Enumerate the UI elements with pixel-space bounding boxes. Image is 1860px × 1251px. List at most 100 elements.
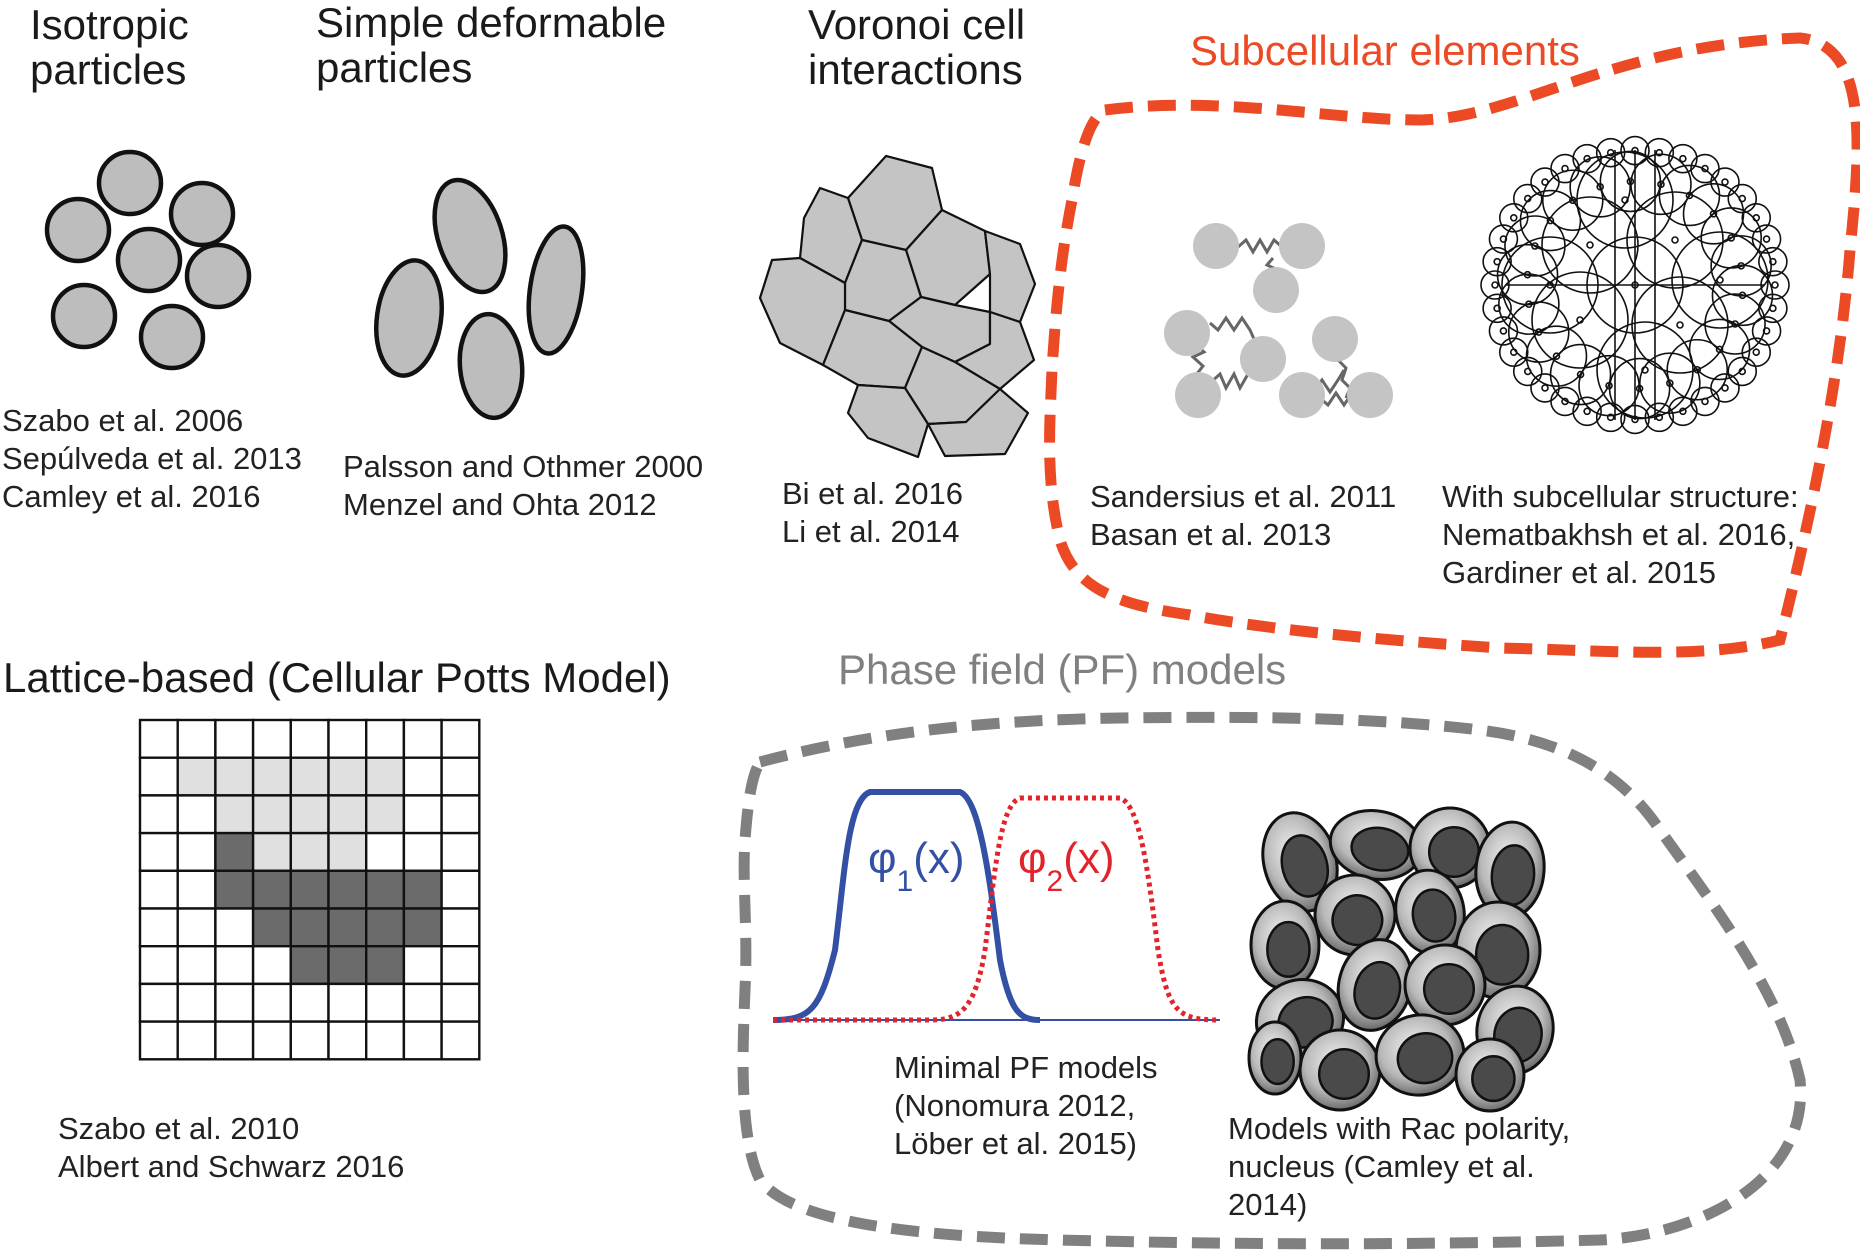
subcellular-refs-right: With subcellular structure: Nematbakhsh … (1442, 479, 1799, 590)
lattice-cell (327, 907, 368, 948)
lattice-cell (440, 907, 481, 948)
lattice-cell (440, 1020, 481, 1061)
lattice-cell (138, 945, 179, 986)
lattice-cell (214, 907, 255, 948)
lattice-cell (289, 794, 330, 835)
lattice-cell (402, 831, 443, 872)
phase-field-title: Phase field (PF) models (838, 646, 1287, 693)
lattice-cell (214, 794, 255, 835)
lattice-cell (440, 756, 481, 797)
lattice-cell (289, 831, 330, 872)
lattice-cell (440, 718, 481, 759)
lattice-cell (365, 907, 406, 948)
lattice-cell (402, 1020, 443, 1061)
rac-polarity-refs: Models with Rac polarity, nucleus (Camle… (1228, 1111, 1571, 1222)
lattice-cell (289, 756, 330, 797)
lattice-cell (365, 982, 406, 1023)
lattice-cell (402, 869, 443, 910)
lattice-cell (365, 1020, 406, 1061)
lattice-cell (365, 794, 406, 835)
lattice-cell (176, 907, 217, 948)
lattice-cell (402, 945, 443, 986)
lattice-cell (289, 982, 330, 1023)
voronoi-tessellation-illustration (758, 154, 1037, 459)
lattice-cell (365, 945, 406, 986)
lattice-cell (251, 945, 293, 986)
lattice-cell (327, 718, 368, 759)
lattice-cell (365, 718, 406, 759)
subcellular-sphere-illustration (1480, 135, 1790, 435)
lattice-cell (251, 756, 293, 797)
lattice-cell (176, 1020, 217, 1061)
lattice-cell (251, 869, 293, 910)
lattice-cell (440, 945, 481, 986)
lattice-cell (289, 718, 330, 759)
lattice-cell (251, 794, 293, 835)
lattice-cell (327, 982, 368, 1023)
lattice-cell (138, 794, 179, 835)
lattice-cell (138, 756, 179, 797)
minimal-pf-refs: Minimal PF models (Nonomura 2012, Löber … (894, 1050, 1158, 1161)
deformable-refs: Palsson and Othmer 2000 Menzel and Ohta … (343, 449, 704, 522)
phi1-label: φ1(x) (868, 834, 965, 898)
lattice-cell (176, 794, 217, 835)
phi2-label: φ2(x) (1018, 834, 1115, 898)
lattice-cell (402, 756, 443, 797)
lattice-cell (138, 831, 179, 872)
phase-field-profile-illustration: φ1(x) φ2(x) (772, 789, 1221, 1023)
isotropic-title: Isotropic particles (30, 1, 189, 94)
lattice-cell (138, 869, 179, 910)
lattice-cell (214, 718, 255, 759)
lattice-grid-illustration (138, 718, 481, 1061)
subcellular-title: Subcellular elements (1190, 27, 1580, 74)
lattice-cell (214, 1020, 255, 1061)
spring-linked-particles-illustration (1164, 223, 1393, 418)
lattice-cell (214, 945, 255, 986)
lattice-cell (251, 907, 293, 948)
lattice-refs: Szabo et al. 2010 Albert and Schwarz 201… (58, 1111, 405, 1184)
lattice-cell (138, 907, 179, 948)
subcellular-refs-left: Sandersius et al. 2011 Basan et al. 2013 (1090, 479, 1397, 552)
lattice-cell (251, 718, 293, 759)
lattice-cell (365, 831, 406, 872)
voronoi-refs: Bi et al. 2016 Li et al. 2014 (782, 476, 963, 549)
lattice-cell (289, 869, 330, 910)
lattice-cell (327, 945, 368, 986)
lattice-cell (289, 1020, 330, 1061)
lattice-cell (138, 718, 179, 759)
lattice-cell (176, 945, 217, 986)
subcellular-boundary (1044, 32, 1860, 658)
lattice-cell (251, 982, 293, 1023)
lattice-cell (440, 869, 481, 910)
lattice-cell (327, 1020, 368, 1061)
lattice-cell (289, 907, 330, 948)
lattice-cell (327, 756, 368, 797)
lattice-cell (440, 831, 481, 872)
lattice-cell (440, 982, 481, 1023)
lattice-cell (402, 982, 443, 1023)
lattice-cell (365, 756, 406, 797)
voronoi-title: Voronoi cell interactions (808, 1, 1026, 94)
phase-field-boundary (737, 711, 1807, 1250)
lattice-cell (176, 982, 217, 1023)
lattice-cell (402, 794, 443, 835)
deformable-title: Simple deformable particles (316, 0, 667, 92)
lattice-cell (327, 831, 368, 872)
lattice-cell (214, 831, 255, 872)
lattice-cell (327, 794, 368, 835)
lattice-cell (402, 718, 443, 759)
lattice-cell (289, 945, 330, 986)
lattice-cell (214, 982, 255, 1023)
lattice-cell (138, 1020, 179, 1061)
isotropic-particles-illustration (44, 149, 252, 371)
isotropic-refs: Szabo et al. 2006 Sepúlveda et al. 2013 … (2, 403, 302, 514)
lattice-cell (176, 831, 217, 872)
deformable-particles-illustration (374, 177, 586, 421)
lattice-title: Lattice-based (Cellular Potts Model) (3, 654, 671, 701)
cell-colony-illustration (1247, 806, 1555, 1113)
lattice-cell (176, 718, 217, 759)
lattice-cell (176, 756, 217, 797)
lattice-cell (402, 907, 443, 948)
lattice-cell (176, 869, 217, 910)
